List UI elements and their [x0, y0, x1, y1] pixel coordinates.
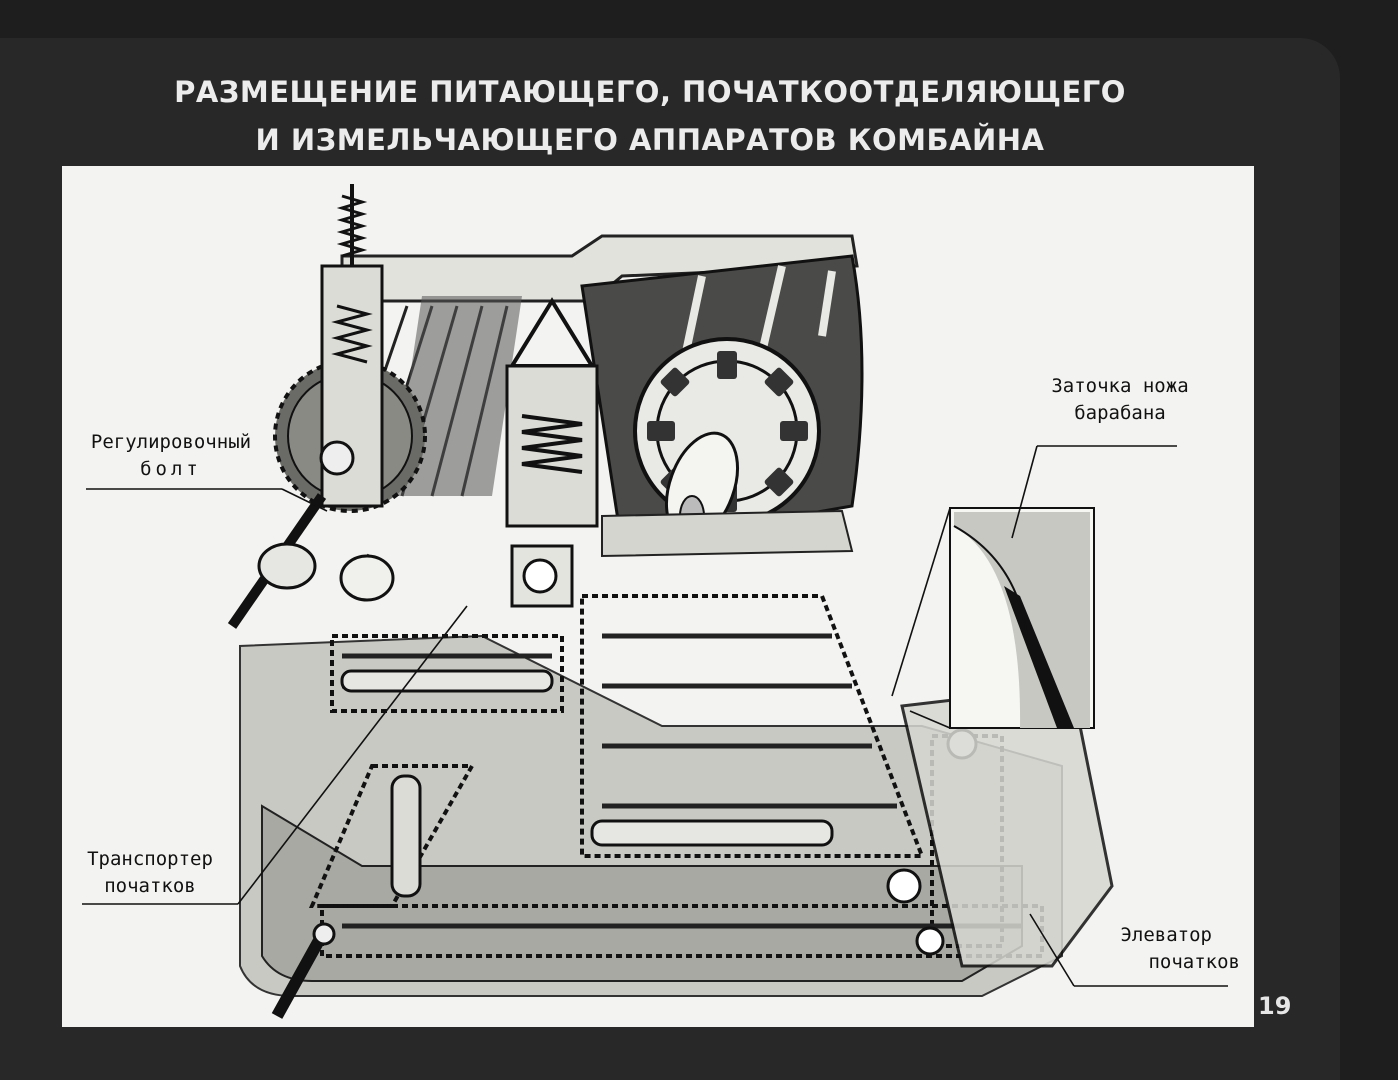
knife-sharpening-inset	[949, 507, 1095, 729]
leader-knife-tip	[1011, 445, 1038, 539]
leader-cob-conveyor-tip	[237, 605, 468, 905]
label-cob-elevator-line-2: початков	[1148, 951, 1240, 973]
label-adjusting-bolt-line-2: болт	[140, 458, 202, 480]
label-drum-knife-sharpening: Заточка ножа барабана	[1020, 373, 1220, 427]
leader-cob-elevator-tip	[1029, 913, 1075, 987]
label-adjusting-bolt: Регулировочный болт	[68, 429, 274, 483]
leader-lines	[82, 445, 1228, 987]
left-shafts	[227, 493, 395, 629]
label-drum-knife-sharpening-line-1: Заточка ножа	[1051, 375, 1189, 397]
chopping-drum	[633, 337, 821, 541]
outlet-shaft	[271, 922, 336, 1019]
slide-title: РАЗМЕЩЕНИЕ ПИТАЮЩЕГО, ПОЧАТКООТДЕЛЯЮЩЕГО…	[120, 68, 1180, 164]
combine-illustration	[82, 184, 1228, 1019]
label-cob-elevator-line-1: Элеватор	[1120, 924, 1212, 946]
illustration-panel	[62, 166, 1254, 1027]
slide-number: 19	[1258, 992, 1292, 1020]
label-cob-conveyor: Транспортер початков	[70, 846, 230, 900]
right-spring-assembly	[505, 297, 599, 608]
slide-title-line-1: РАЗМЕЩЕНИЕ ПИТАЮЩЕГО, ПОЧАТКООТДЕЛЯЮЩЕГО	[174, 75, 1126, 109]
drum-bearing-bracket	[601, 509, 854, 558]
inset-connector-1	[891, 507, 951, 697]
conveyor-slats	[342, 633, 1022, 929]
label-cob-elevator: Элеватор початков	[1070, 922, 1240, 976]
leader-adjusting-bolt-tip	[281, 488, 328, 512]
left-spring-assembly	[319, 184, 384, 508]
conveyor-rollers	[340, 669, 978, 956]
inset-connector-2	[909, 710, 951, 729]
label-cob-conveyor-line-2: початков	[104, 875, 196, 897]
label-cob-conveyor-line-1: Транспортер	[87, 848, 213, 870]
label-drum-knife-sharpening-line-2: барабана	[1074, 402, 1166, 424]
slide-title-line-2: И ИЗМЕЛЬЧАЮЩЕГО АППАРАТОВ КОМБАЙНА	[255, 123, 1045, 157]
feed-roll-chamber	[392, 296, 522, 496]
label-adjusting-bolt-line-1: Регулировочный	[90, 431, 252, 453]
